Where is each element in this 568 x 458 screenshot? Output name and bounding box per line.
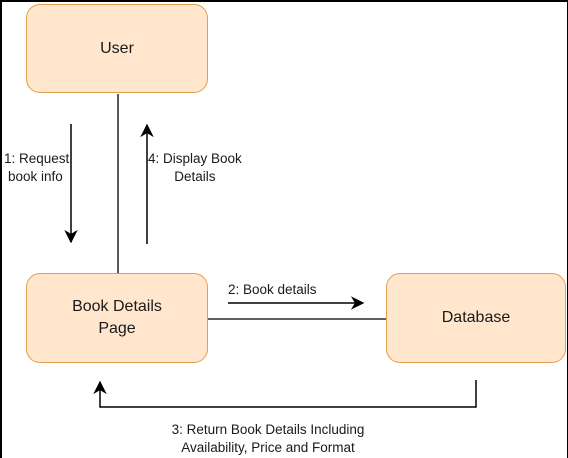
return-details-label: 3: Return Book Details Including Availab… xyxy=(148,421,388,457)
database-node-label: Database xyxy=(441,309,511,326)
return-details-label-line2: Availability, Price and Format xyxy=(181,440,355,455)
request-label-line2: book info xyxy=(8,169,63,184)
display-label-line1: 4: Display Book xyxy=(148,151,242,166)
return-details-label-line1: 3: Return Book Details Including xyxy=(171,422,365,437)
display-label-line2: Details xyxy=(174,169,216,184)
book-details-label: 2: Book details xyxy=(228,281,317,299)
book-details-label-text: 2: Book details xyxy=(228,282,317,297)
request-label: 1: Request book info xyxy=(4,150,69,186)
user-node[interactable]: User xyxy=(26,4,208,93)
return-details-arrow xyxy=(93,380,477,408)
database-node[interactable]: Database xyxy=(386,273,566,363)
request-label-line1: 1: Request xyxy=(4,151,70,166)
book-details-page-node[interactable]: Book Details Page xyxy=(26,273,208,363)
book-details-page-label-line1: Book Details xyxy=(72,298,162,315)
book-details-page-label-line2: Page xyxy=(98,320,136,337)
user-node-label: User xyxy=(100,39,134,57)
display-label: 4: Display Book Details xyxy=(148,150,242,186)
